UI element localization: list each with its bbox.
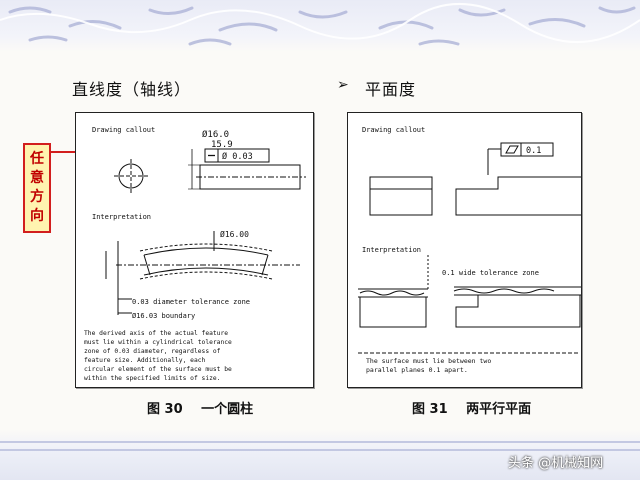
note-line: The surface must lie between two: [366, 357, 491, 365]
interpretation-title: Interpretation: [92, 213, 151, 221]
note-line: within the specified limits of size.: [84, 375, 220, 382]
caption-text: 两平行平面: [466, 402, 532, 417]
flatness-drawing: Drawing callout Interpretation 0.1 wide …: [358, 126, 581, 374]
interp-dimension: Ø16.00: [220, 229, 249, 239]
note-line: parallel planes 0.1 apart.: [366, 366, 468, 374]
arrow-bullet-icon: ➢: [337, 77, 349, 93]
swirl-pattern: [0, 3, 640, 46]
bottom-decorative-band: [0, 430, 640, 480]
callout-title: Drawing callout: [362, 126, 425, 134]
heading-flatness: 平面度: [365, 80, 417, 99]
caption-text: 一个圆柱: [201, 402, 254, 417]
label-char: 向: [30, 208, 44, 224]
zone-label: 0.1 wide tolerance zone: [442, 269, 539, 277]
note-line: zone of 0.03 diameter, regardless of: [84, 348, 221, 355]
top-decorative-band: [0, 0, 640, 52]
label-char: 意: [30, 170, 44, 186]
caption-number: 图 31: [412, 402, 448, 417]
boundary-label: Ø16.03 boundary: [132, 312, 195, 320]
cylinder-drawing: Drawing callout Ø16.0 15.9 Interpretatio…: [84, 126, 306, 382]
figure-31-caption: 图 31 两平行平面: [412, 398, 531, 417]
callout-title: Drawing callout: [92, 126, 155, 134]
note-line: circular element of the surface must be: [84, 366, 232, 373]
figure-30-caption: 图 30 一个圆柱: [147, 398, 253, 417]
watermark: 头条 @机械知网: [508, 456, 604, 471]
any-direction-label: 任 意 方 向: [23, 143, 51, 233]
label-char: 方: [30, 189, 44, 205]
interpretation-title: Interpretation: [362, 246, 421, 254]
note-line: must lie within a cylindrical tolerance: [84, 339, 232, 346]
heading-straightness: 直线度（轴线）: [72, 80, 192, 99]
caption-number: 图 30: [147, 402, 183, 417]
dimension-lower: 15.9: [211, 140, 233, 150]
label-char: 任: [30, 151, 44, 167]
note-line: The derived axis of the actual feature: [84, 330, 228, 337]
figure-31-panel: Drawing callout Interpretation 0.1 wide …: [347, 112, 582, 388]
zone-label: 0.03 diameter tolerance zone: [132, 298, 250, 306]
fcf-tolerance: 0.1: [526, 146, 541, 156]
bottom-stripes: [0, 441, 640, 451]
figure-30-panel: Drawing callout Ø16.0 15.9 Interpretatio…: [75, 112, 314, 388]
note-line: feature size. Additionally, each: [84, 357, 206, 364]
dimension-upper: Ø16.0: [202, 129, 229, 140]
fcf-tolerance: Ø 0.03: [222, 151, 253, 162]
